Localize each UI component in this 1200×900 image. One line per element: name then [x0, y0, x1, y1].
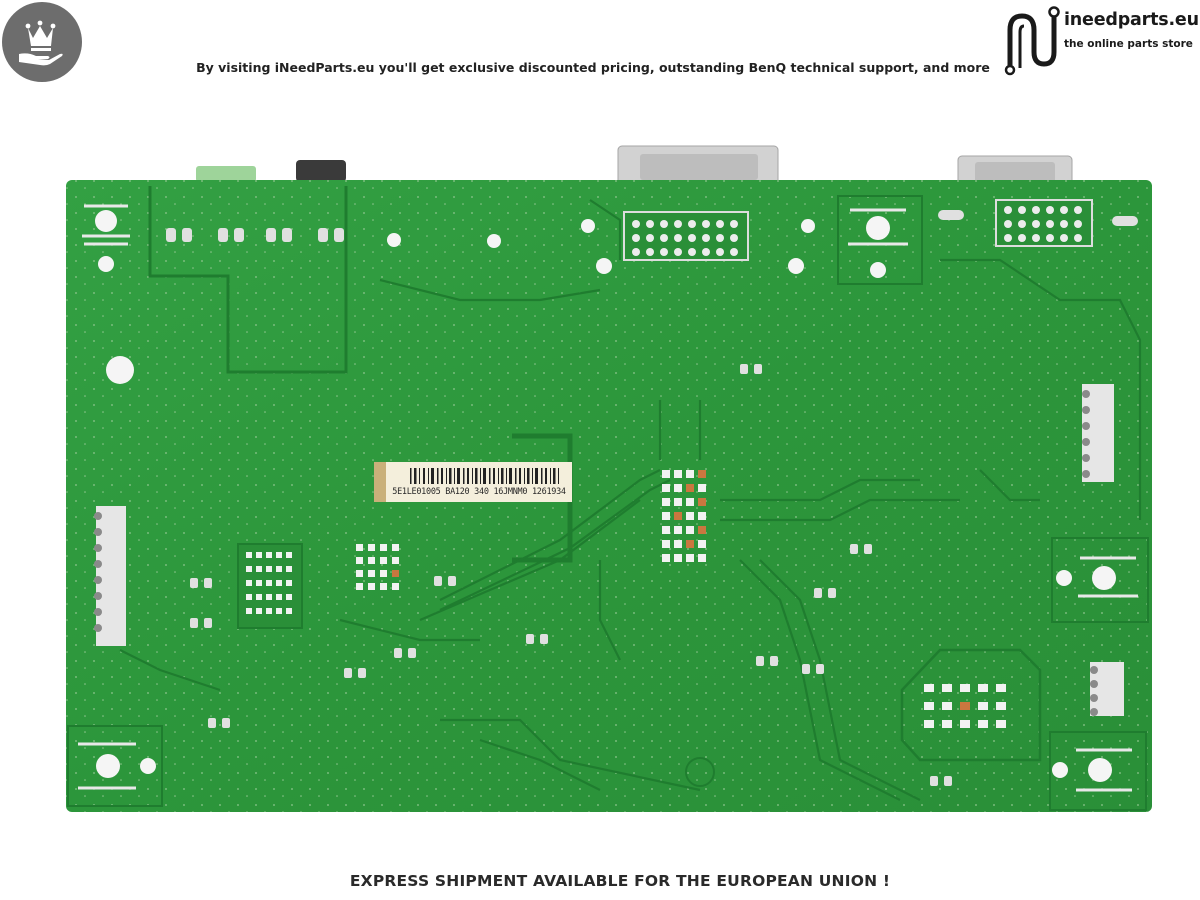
ineedparts-logo-icon — [1004, 6, 1060, 76]
logo-name: ineedparts.eu — [1064, 10, 1199, 30]
circuit-board-photo — [66, 145, 1152, 812]
crown-hand-icon — [19, 20, 63, 66]
logo-subtitle: the online parts store — [1064, 38, 1193, 50]
barcode-label: 5E1LE01005 BA120 340 16JMNM0 1261934 — [392, 487, 566, 497]
ineedparts-logo[interactable]: ineedparts.eu the online parts store — [1002, 2, 1199, 76]
shipping-banner: EXPRESS SHIPMENT AVAILABLE FOR THE EUROP… — [349, 872, 891, 890]
promo-tagline: By visiting iNeedParts.eu you'll get exc… — [196, 60, 990, 75]
pcb-board — [66, 180, 1152, 812]
top-connectors — [196, 145, 1073, 189]
crown-badge — [2, 2, 82, 82]
